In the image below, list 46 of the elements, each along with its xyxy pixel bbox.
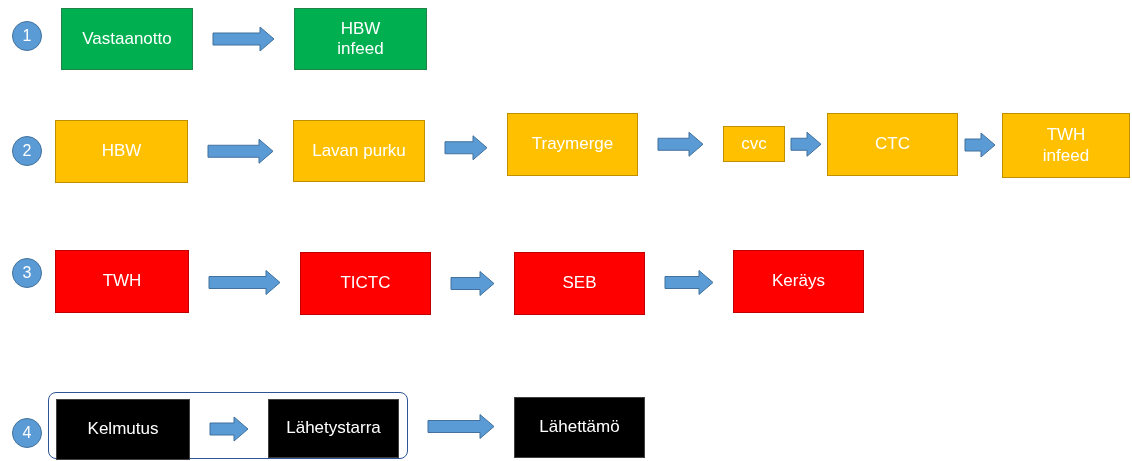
block-arrow [964, 132, 996, 158]
block-arrow [450, 271, 495, 296]
block-arrow [657, 131, 704, 157]
process-box [723, 126, 785, 162]
box-label: Traymerge [530, 134, 615, 155]
process-box [55, 120, 188, 183]
process-box [293, 120, 425, 182]
process-box [1002, 113, 1130, 178]
process-box [56, 399, 190, 460]
box-label: Lähettämö [538, 417, 621, 438]
box-label: HBW [100, 141, 143, 162]
process-box [300, 252, 431, 315]
box-label: TWH infeed [1041, 125, 1091, 166]
process-box [514, 252, 645, 315]
process-box [61, 8, 193, 70]
block-arrow [212, 26, 275, 52]
block-arrow [208, 270, 281, 295]
box-label: Lavan purku [311, 140, 407, 162]
process-box [294, 8, 427, 70]
box-label: TICTC [339, 273, 392, 294]
process-box [827, 113, 958, 176]
block-arrow [209, 416, 249, 442]
box-label: Kelmutus [86, 419, 160, 440]
box-label: cvc [740, 133, 768, 155]
box-label: SEB [561, 273, 598, 294]
step-number: 2 [12, 136, 42, 166]
box-label: Keräys [771, 271, 826, 292]
box-label: CTC [874, 134, 911, 155]
group-frame [48, 392, 408, 459]
box-label: HBW infeed [336, 18, 385, 60]
box-label: TWH [101, 271, 143, 292]
block-arrow [664, 270, 714, 295]
step-number: 3 [12, 258, 42, 288]
box-label: Vastaanotto [81, 28, 173, 50]
block-arrow [207, 138, 274, 164]
step-number: 1 [12, 21, 42, 51]
block-arrow [427, 414, 495, 439]
process-box [55, 250, 189, 313]
block-arrow [444, 135, 488, 161]
step-number: 4 [12, 418, 42, 448]
process-box [733, 250, 864, 313]
process-box [514, 397, 645, 458]
process-box [268, 399, 399, 458]
box-label: Lähetystarra [285, 418, 382, 439]
process-box [507, 113, 638, 176]
block-arrow [790, 131, 822, 157]
